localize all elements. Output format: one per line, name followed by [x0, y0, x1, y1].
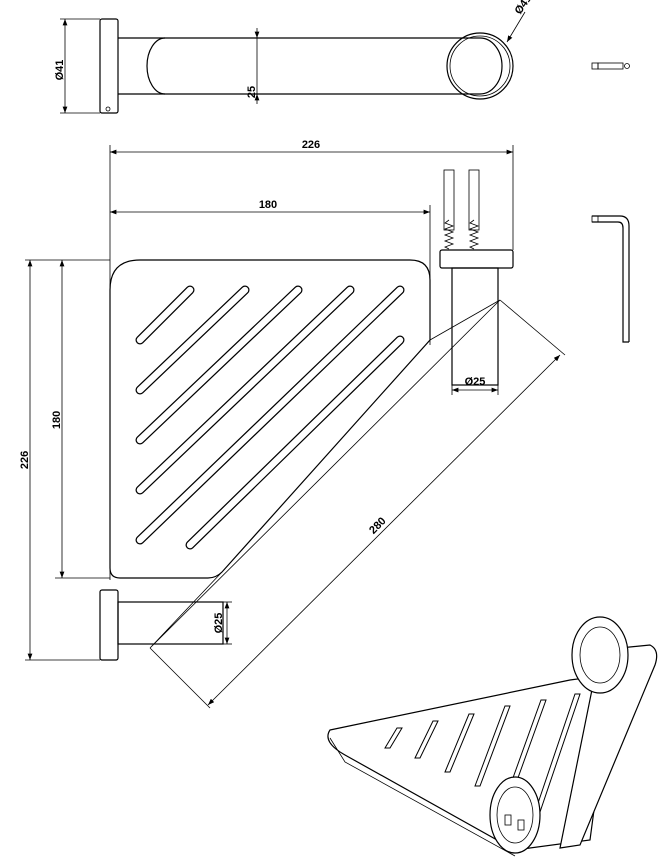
- shelf-slot: [186, 336, 404, 549]
- dim-top-rosette: Ø41: [54, 60, 66, 81]
- dim-diagonal-length: 280: [367, 515, 388, 536]
- shelf-slot: [136, 286, 404, 544]
- dim-bracket-diameter-right: Ø25: [465, 376, 486, 388]
- hex-key-icons: [591, 62, 630, 343]
- rosette-side: [99, 18, 119, 114]
- dim-top-round: Ø41: [513, 0, 535, 17]
- tube-side: [118, 37, 503, 95]
- top-view: Ø41 25 Ø41: [54, 0, 535, 114]
- dim-shelf-depth: 180: [51, 411, 63, 429]
- dim-overall-depth: 226: [19, 451, 31, 469]
- dim-tube-height: 25: [246, 86, 258, 98]
- dim-bracket-diameter-left: Ø25: [213, 613, 225, 634]
- round-rosette: [446, 32, 514, 100]
- shelf-slot: [136, 286, 194, 344]
- shelf-front-view: [109, 259, 501, 649]
- wall-anchors: [439, 169, 514, 386]
- dim-shelf-width: 180: [259, 199, 277, 211]
- shelf-slot: [136, 286, 249, 394]
- dim-overall-width: 226: [302, 139, 320, 151]
- shelf-slot: [136, 286, 354, 494]
- perspective-view: [327, 616, 658, 857]
